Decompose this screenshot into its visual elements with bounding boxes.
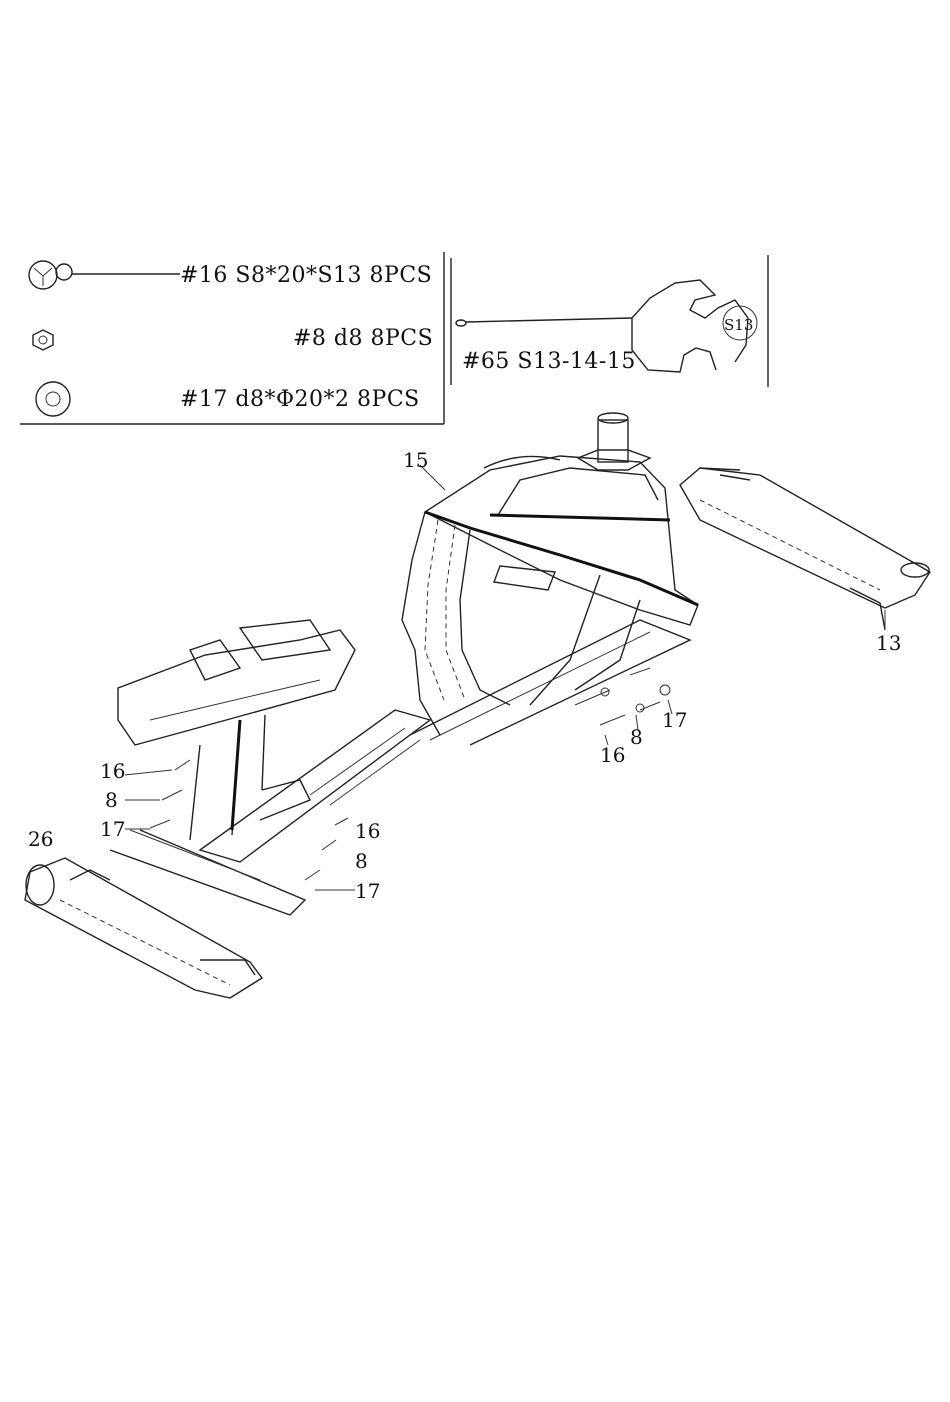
callout-right-nut: 8: [355, 849, 368, 873]
callout-rear-stabilizer: 13: [876, 631, 901, 655]
hardware-nut-label: #8 d8 8PCS: [293, 326, 433, 351]
hardware-bolt-label: #16 S8*20*S13 8PCS: [180, 263, 432, 288]
callout-front-stabilizer: 26: [28, 827, 53, 851]
tool-size-badge: S13: [724, 316, 753, 334]
callout-rear-bolt: 16: [600, 743, 625, 767]
callout-right-washer: 17: [355, 879, 380, 903]
rowing-machine-drawing: [25, 413, 930, 998]
washer-icon: [36, 382, 70, 416]
callouts: 15 13 26 17 8 16 16 8 17 16 8 17: [28, 448, 901, 903]
callout-rear-nut: 8: [630, 725, 643, 749]
hardware-list-box: #16 S8*20*S13 8PCS #8 d8 8PCS #17 d8*Φ20…: [20, 252, 444, 424]
tool-box: S13 #65 S13-14-15: [451, 255, 768, 387]
bolt-icon: [29, 261, 180, 289]
callout-left-nut: 8: [105, 788, 118, 812]
callout-console: 15: [403, 448, 428, 472]
callout-rear-washer: 17: [662, 708, 687, 732]
tool-label: #65 S13-14-15: [462, 349, 636, 374]
callout-left-washer: 17: [100, 817, 125, 841]
callout-left-bolt: 16: [100, 759, 125, 783]
callout-right-bolt: 16: [355, 819, 380, 843]
hardware-washer-label: #17 d8*Φ20*2 8PCS: [180, 387, 420, 412]
nut-icon: [33, 330, 53, 350]
